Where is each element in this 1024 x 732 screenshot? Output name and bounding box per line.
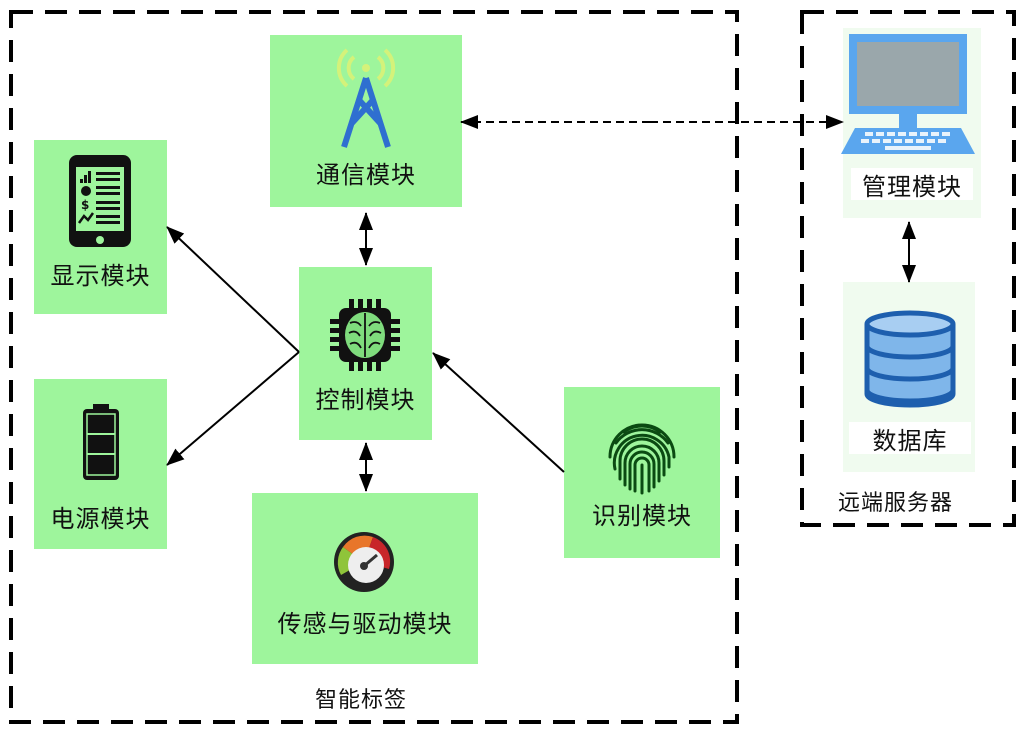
sensor-drive-module-label: 传感与驱动模块 <box>277 610 453 638</box>
battery-icon <box>83 404 119 480</box>
smart-tag-group-border <box>9 10 739 724</box>
database-module[interactable]: 数据库 <box>843 282 975 472</box>
arrow-recognition-control <box>432 352 565 473</box>
communication-module-label: 通信模块 <box>316 161 416 189</box>
svg-text:$: $ <box>81 198 89 212</box>
management-module-label: 管理模块 <box>851 168 973 201</box>
laptop-icon <box>841 34 975 154</box>
sensor-drive-module[interactable]: 传感与驱动模块 <box>252 493 478 664</box>
database-module-label: 数据库 <box>849 422 971 455</box>
brain-chip-icon <box>330 299 400 371</box>
smart-tag-group-label: 智能标签 <box>315 688 408 713</box>
cell-tower-icon <box>336 48 396 148</box>
control-module[interactable]: 控制模块 <box>299 267 432 440</box>
display-module-label: 显示模块 <box>50 262 151 290</box>
database-icon <box>864 310 956 408</box>
control-module-label: 控制模块 <box>315 386 416 414</box>
gauge-icon <box>334 532 394 592</box>
display-module[interactable]: $ 显示模块 <box>34 140 167 314</box>
arrow-control-display <box>166 226 300 353</box>
recognition-module-label: 识别模块 <box>592 502 692 530</box>
power-module[interactable]: 电源模块 <box>34 379 167 549</box>
remote-server-group-border <box>800 10 1016 527</box>
remote-server-group-label: 远端服务器 <box>838 491 954 516</box>
tablet-dashboard-icon: $ <box>69 155 131 247</box>
power-module-label: 电源模块 <box>50 505 151 533</box>
recognition-module[interactable]: 识别模块 <box>564 387 720 558</box>
fingerprint-icon <box>608 423 676 495</box>
management-module[interactable]: 管理模块 <box>841 28 981 218</box>
arrow-control-power <box>166 351 300 466</box>
communication-module[interactable]: 通信模块 <box>270 35 462 207</box>
